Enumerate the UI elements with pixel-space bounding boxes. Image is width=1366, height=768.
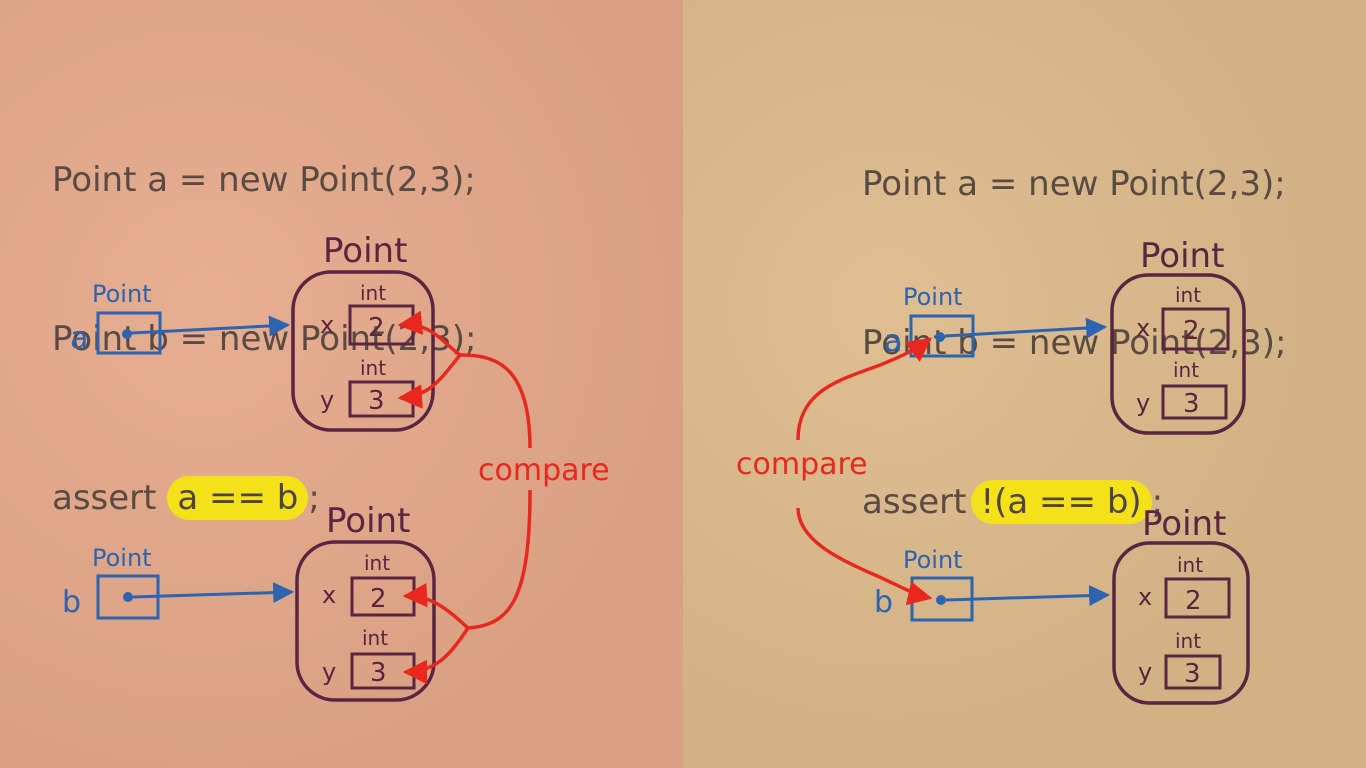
right-code-line-1: Point a = new Point(2,3); (862, 164, 1286, 204)
left-object-b-x-value: 2 (370, 584, 387, 614)
left-compare-arrow-b-x (402, 582, 470, 630)
left-assert-semicolon: ; (308, 478, 320, 518)
right-object-b-y-value: 3 (1184, 659, 1201, 689)
right-object-b-x-type: int (1177, 553, 1203, 577)
right-object-a-y-type: int (1173, 358, 1199, 382)
left-object-a-title: Point (323, 231, 407, 271)
right-object-b-y-label: y (1138, 658, 1152, 686)
left-object-a-y-label: y (320, 386, 334, 414)
left-assert-expression: a == b (167, 476, 309, 520)
right-object-a-box (1110, 273, 1246, 435)
left-object-a-box (291, 270, 435, 432)
left-object-b-y-label: y (322, 658, 336, 686)
right-object-b-title: Point (1142, 504, 1226, 544)
left-object-a-x-label: x (320, 311, 334, 339)
left-var-a-type: Point (92, 280, 152, 308)
right-var-a-box (909, 314, 975, 358)
left-object-b-x-type: int (364, 551, 390, 575)
right-assert-expression: !(a == b) (970, 480, 1152, 524)
left-assert-keyword: assert (52, 478, 168, 518)
right-compare-arrow-a (796, 337, 932, 441)
right-compare-arrow-b (796, 507, 933, 606)
right-object-a-y-value: 3 (1183, 389, 1200, 419)
right-var-b-type: Point (903, 546, 963, 574)
right-var-b-name: b (874, 585, 893, 620)
left-object-a-y-type: int (360, 356, 386, 380)
left-var-a-reference-arrow (131, 315, 291, 337)
left-compare-connectors (397, 310, 532, 685)
left-object-b-y-value: 3 (370, 658, 387, 688)
right-var-a-pointer-dot (935, 332, 945, 342)
left-var-a-pointer-dot (122, 329, 132, 339)
right-object-a-x-value: 2 (1183, 316, 1200, 346)
left-var-b-reference-arrow (132, 582, 295, 604)
left-object-b-box (295, 540, 436, 702)
left-object-b-y-type: int (362, 626, 388, 650)
left-var-b-pointer-dot (123, 592, 133, 602)
right-object-a-title: Point (1140, 236, 1224, 276)
right-var-a-type: Point (903, 283, 963, 311)
right-assert-keyword: assert (862, 482, 967, 522)
left-compare-arrow-a-x (397, 310, 462, 357)
right-object-a-y-field (1161, 384, 1228, 420)
right-object-a-x-label: x (1136, 314, 1150, 342)
left-var-a-name: a (70, 321, 88, 356)
right-assert-line: assert!(a == b); (862, 476, 1286, 529)
right-var-a-reference-arrow (944, 317, 1108, 339)
left-object-a-x-type: int (360, 281, 386, 305)
right-object-b-y-field (1164, 654, 1222, 690)
right-object-a-x-field (1161, 307, 1230, 351)
right-panel (683, 0, 1366, 768)
right-object-a-x-type: int (1175, 283, 1201, 307)
left-var-b-type: Point (92, 544, 152, 572)
left-assert-line: assert a == b; (52, 472, 476, 525)
right-object-b-y-type: int (1175, 629, 1201, 653)
left-code-block: Point a = new Point(2,3); Point b = new … (52, 48, 476, 578)
left-compare-arrow-b-y (402, 627, 470, 685)
right-object-b-box (1112, 541, 1250, 705)
right-var-a-name: a (884, 324, 902, 359)
right-var-b-pointer-dot (936, 595, 946, 605)
right-object-b-x-field (1164, 577, 1231, 619)
left-compare-bottom-spine (467, 489, 532, 630)
right-object-b-x-value: 2 (1185, 586, 1202, 616)
right-assert-semicolon: ; (1151, 482, 1164, 522)
left-code-line-1: Point a = new Point(2,3); (52, 160, 476, 200)
left-object-a-x-value: 2 (368, 313, 385, 343)
left-var-b-name: b (62, 585, 81, 620)
left-compare-label: compare (478, 453, 610, 488)
left-compare-arrow-a-y (397, 353, 462, 409)
left-object-b-title: Point (326, 501, 410, 541)
left-panel (0, 0, 683, 768)
right-object-b-x-label: x (1138, 583, 1152, 611)
left-object-a-y-value: 3 (368, 386, 385, 416)
right-compare-connectors (796, 337, 933, 606)
right-compare-label: compare (736, 447, 868, 482)
right-var-b-reference-arrow (945, 585, 1111, 607)
right-object-a-y-label: y (1136, 389, 1150, 417)
left-object-b-x-label: x (322, 581, 336, 609)
left-compare-top-spine (459, 353, 532, 449)
left-code-line-2: Point b = new Point(2,3); (52, 319, 477, 359)
